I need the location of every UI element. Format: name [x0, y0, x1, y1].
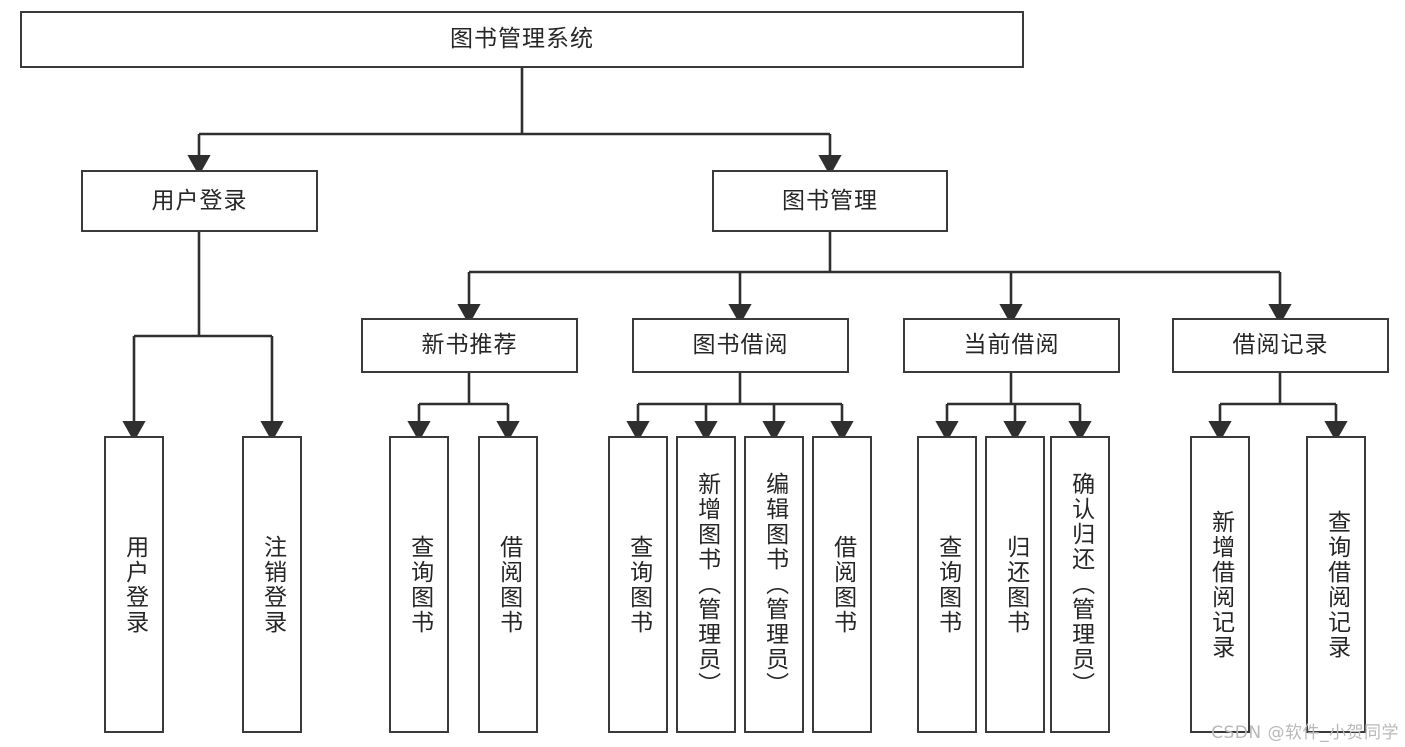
node-root-book-management-system[interactable]: 图书管理系统 [20, 11, 1024, 68]
leaf-label: 借阅图书 [829, 534, 856, 635]
leaf-add-book-admin[interactable]: 新增图书（管理员） [676, 436, 736, 733]
csdn-watermark: CSDN @软件_小贺同学 [1211, 723, 1399, 743]
node-user-login[interactable]: 用户登录 [81, 170, 318, 232]
leaf-label: 新增图书（管理员） [693, 472, 720, 697]
leaf-query-books-recommend[interactable]: 查询图书 [389, 436, 449, 733]
leaf-label: 查询借阅记录 [1323, 509, 1350, 660]
leaf-query-books-current[interactable]: 查询图书 [917, 436, 977, 733]
leaf-label: 借阅图书 [495, 534, 522, 635]
leaf-add-borrow-record[interactable]: 新增借阅记录 [1190, 436, 1250, 733]
leaf-label: 新增借阅记录 [1207, 509, 1234, 660]
leaf-confirm-return-admin[interactable]: 确认归还（管理员） [1050, 436, 1110, 733]
leaf-label: 查询图书 [625, 534, 652, 635]
node-borrowing-records[interactable]: 借阅记录 [1172, 318, 1389, 373]
node-current-borrowing[interactable]: 当前借阅 [903, 318, 1120, 373]
leaf-edit-book-admin[interactable]: 编辑图书（管理员） [744, 436, 804, 733]
leaf-label: 注销登录 [259, 534, 286, 635]
node-book-borrowing[interactable]: 图书借阅 [632, 318, 849, 373]
leaf-query-borrow-record[interactable]: 查询借阅记录 [1306, 436, 1366, 733]
leaf-label: 查询图书 [406, 534, 433, 635]
node-new-book-recommendation[interactable]: 新书推荐 [361, 318, 578, 373]
leaf-query-books-borrowing[interactable]: 查询图书 [608, 436, 668, 733]
node-book-management[interactable]: 图书管理 [712, 170, 948, 232]
leaf-label: 确认归还（管理员） [1067, 472, 1094, 697]
leaf-label: 编辑图书（管理员） [761, 472, 788, 697]
leaf-return-books[interactable]: 归还图书 [985, 436, 1045, 733]
leaf-label: 用户登录 [121, 534, 148, 635]
leaf-user-login[interactable]: 用户登录 [104, 436, 164, 733]
leaf-borrow-books-recommend[interactable]: 借阅图书 [478, 436, 538, 733]
leaf-borrow-books-borrowing[interactable]: 借阅图书 [812, 436, 872, 733]
leaf-label: 查询图书 [934, 534, 961, 635]
leaf-label: 归还图书 [1002, 534, 1029, 635]
leaf-logout[interactable]: 注销登录 [242, 436, 302, 733]
